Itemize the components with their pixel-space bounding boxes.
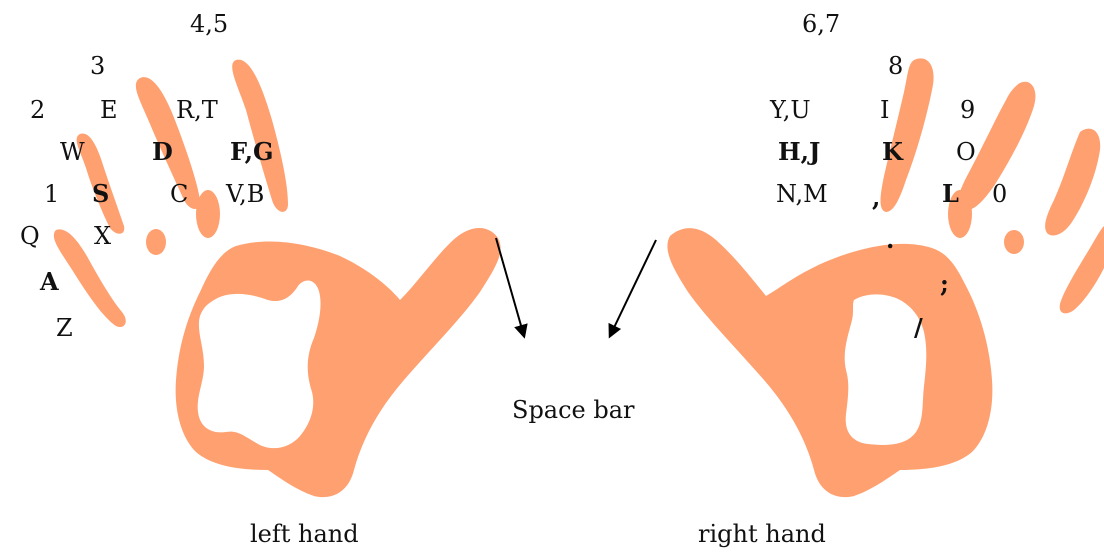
space-bar-label: Space bar bbox=[512, 398, 635, 422]
left-key-q: Q bbox=[20, 224, 40, 248]
right-hand-caption: right hand bbox=[698, 522, 826, 546]
left-key-4-5: 4,5 bbox=[190, 12, 228, 36]
left-spot-1 bbox=[146, 229, 166, 255]
left-palm bbox=[176, 228, 501, 497]
right-key-6-7: 6,7 bbox=[802, 12, 840, 36]
right-thumb-arrow bbox=[610, 240, 656, 336]
left-key-e: E bbox=[100, 98, 118, 122]
left-thumb-arrow bbox=[496, 238, 524, 336]
right-hand-print bbox=[667, 58, 1104, 497]
left-key-2: 2 bbox=[30, 98, 45, 122]
right-key-comma: , bbox=[872, 186, 880, 210]
left-key-v-b: V,B bbox=[226, 182, 264, 206]
left-key-x: X bbox=[94, 224, 111, 248]
left-hand-caption: left hand bbox=[250, 522, 359, 546]
right-key-n-m: N,M bbox=[776, 182, 828, 206]
right-key-o: O bbox=[956, 140, 976, 164]
right-key-0: 0 bbox=[992, 182, 1007, 206]
right-spot-1 bbox=[1004, 230, 1024, 254]
left-key-z: Z bbox=[56, 316, 73, 340]
left-pinky-finger bbox=[54, 229, 126, 327]
left-key-w: W bbox=[60, 140, 85, 164]
left-spot-2 bbox=[196, 190, 220, 238]
right-key-k-home: K bbox=[882, 140, 903, 164]
right-index-finger bbox=[881, 58, 934, 212]
right-key-8: 8 bbox=[888, 54, 903, 78]
left-key-d-home: D bbox=[152, 140, 173, 164]
left-key-1: 1 bbox=[44, 182, 59, 206]
left-hand-print bbox=[54, 60, 501, 498]
right-key-semicolon-home: ; bbox=[940, 272, 949, 296]
left-key-f-g-home: F,G bbox=[230, 140, 273, 164]
right-key-l-home: L bbox=[942, 182, 959, 206]
right-ring-finger bbox=[1045, 129, 1100, 236]
right-key-9: 9 bbox=[960, 98, 975, 122]
left-key-3: 3 bbox=[90, 54, 105, 78]
left-key-c: C bbox=[170, 182, 188, 206]
left-key-a-home: A bbox=[40, 270, 59, 294]
right-key-y-u: Y,U bbox=[770, 98, 811, 122]
right-key-h-j-home: H,J bbox=[778, 140, 820, 164]
right-key-slash: / bbox=[914, 316, 923, 340]
right-key-i: I bbox=[880, 98, 889, 122]
right-key-period: . bbox=[886, 228, 894, 252]
left-key-s-home: S bbox=[92, 182, 109, 206]
right-pinky-finger bbox=[1060, 226, 1104, 313]
left-key-r-t: R,T bbox=[176, 98, 218, 122]
